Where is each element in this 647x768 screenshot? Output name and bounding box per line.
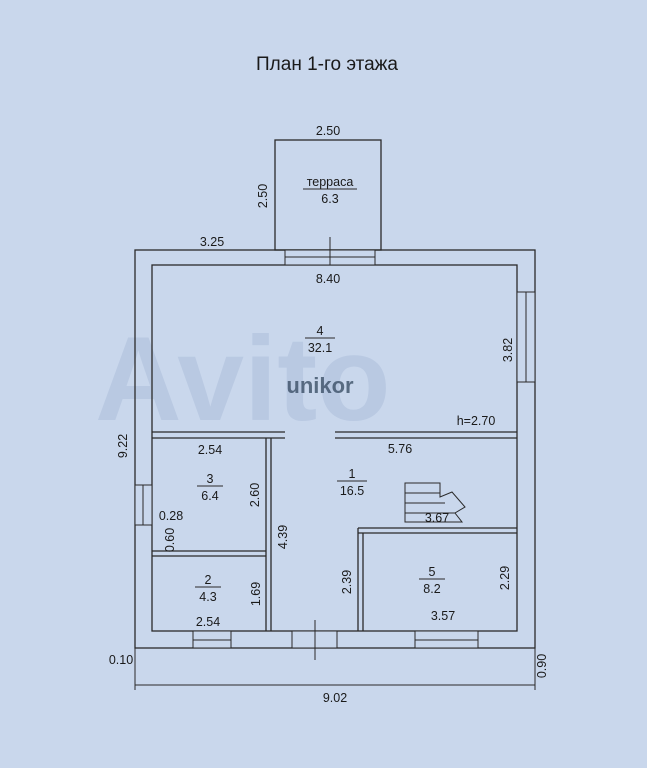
dim-r2-width: 2.54 — [196, 615, 220, 629]
terrace-area: 6.3 — [321, 192, 338, 206]
dim-room4-width: 8.40 — [316, 272, 340, 286]
dim-stair-width: 3.67 — [425, 511, 449, 525]
room-5-area: 8.2 — [423, 582, 440, 596]
dim-r1-height: 4.39 — [276, 525, 290, 549]
dim-room4-right: 3.82 — [501, 338, 515, 362]
dim-total-width: 9.02 — [323, 691, 347, 705]
ceiling-height: h=2.70 — [457, 414, 496, 428]
page-title: План 1-го этажа — [256, 54, 398, 75]
dim-r5-right: 2.29 — [498, 566, 512, 590]
dim-corridor-width: 5.76 — [388, 442, 412, 456]
dim-terrace-width: 2.50 — [316, 124, 340, 138]
dim-window-width: 0.60 — [163, 528, 177, 552]
dim-top-left: 3.25 — [200, 235, 224, 249]
dim-terrace-depth: 2.50 — [256, 184, 270, 208]
room-3-number: 3 — [207, 472, 214, 486]
outer-wall-outer — [134, 249, 536, 649]
room-1-area: 16.5 — [340, 484, 364, 498]
room-5-number: 5 — [429, 565, 436, 579]
dim-r3-height: 2.60 — [248, 483, 262, 507]
dim-left-offset: 0.10 — [109, 653, 133, 667]
dim-window-offset: 0.28 — [159, 509, 183, 523]
dim-left-total: 9.22 — [116, 434, 130, 458]
dim-r5-width: 3.57 — [431, 609, 455, 623]
room-2-number: 2 — [205, 573, 212, 587]
room-2-area: 4.3 — [199, 590, 216, 604]
staircase — [404, 482, 466, 523]
avito-watermark: Avito — [95, 312, 391, 446]
unikor-watermark: unikor — [286, 373, 354, 398]
dim-r5-left: 2.39 — [340, 570, 354, 594]
room-1-number: 1 — [349, 467, 356, 481]
terrace-name: терраса — [307, 175, 354, 189]
dim-r3-width: 2.54 — [198, 443, 222, 457]
room-4-number: 4 — [317, 324, 324, 338]
dim-right-offset: 0.90 — [535, 654, 549, 678]
room-3-area: 6.4 — [201, 489, 218, 503]
room-4-area: 32.1 — [308, 341, 332, 355]
dim-r2-height: 1.69 — [249, 582, 263, 606]
